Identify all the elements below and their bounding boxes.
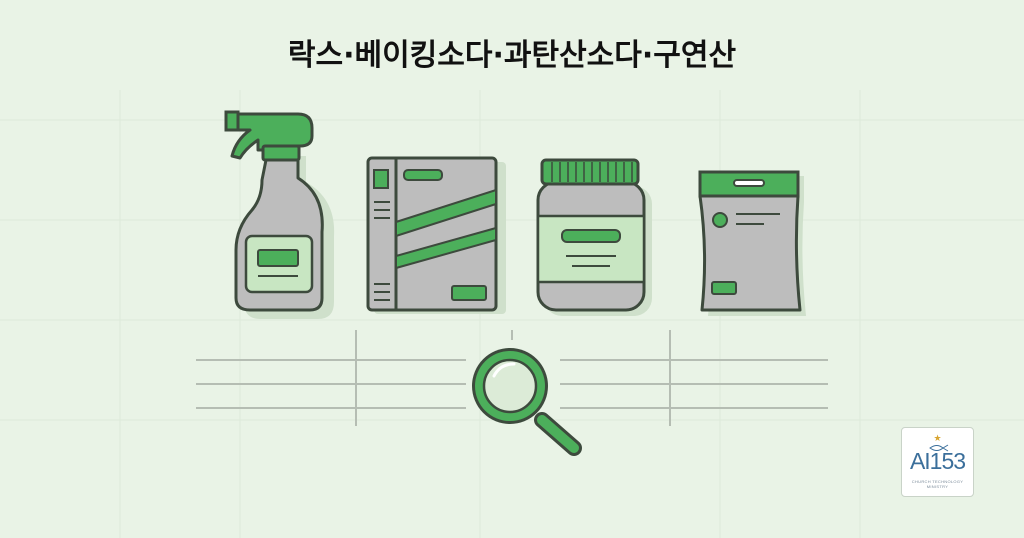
star-icon: ★ xyxy=(933,434,942,444)
background-grid xyxy=(0,90,1024,538)
page-title: 락스·베이킹소다·과탄산소다·구연산 xyxy=(287,38,737,73)
spray-bottle-icon xyxy=(224,110,335,319)
fish-icon xyxy=(929,444,949,452)
magnifying-glass-icon xyxy=(472,348,582,456)
jar-icon xyxy=(536,158,652,316)
logo-subtitle: CHURCH TECHNOLOGY MINISTRY xyxy=(911,479,964,489)
logo-badge: ★ AI153 CHURCH TECHNOLOGY MINISTRY xyxy=(901,427,974,497)
pouch-icon xyxy=(698,170,806,316)
comparison-table xyxy=(196,330,828,426)
powder-box-icon xyxy=(366,156,506,314)
logo-text: AI153 xyxy=(909,448,966,474)
